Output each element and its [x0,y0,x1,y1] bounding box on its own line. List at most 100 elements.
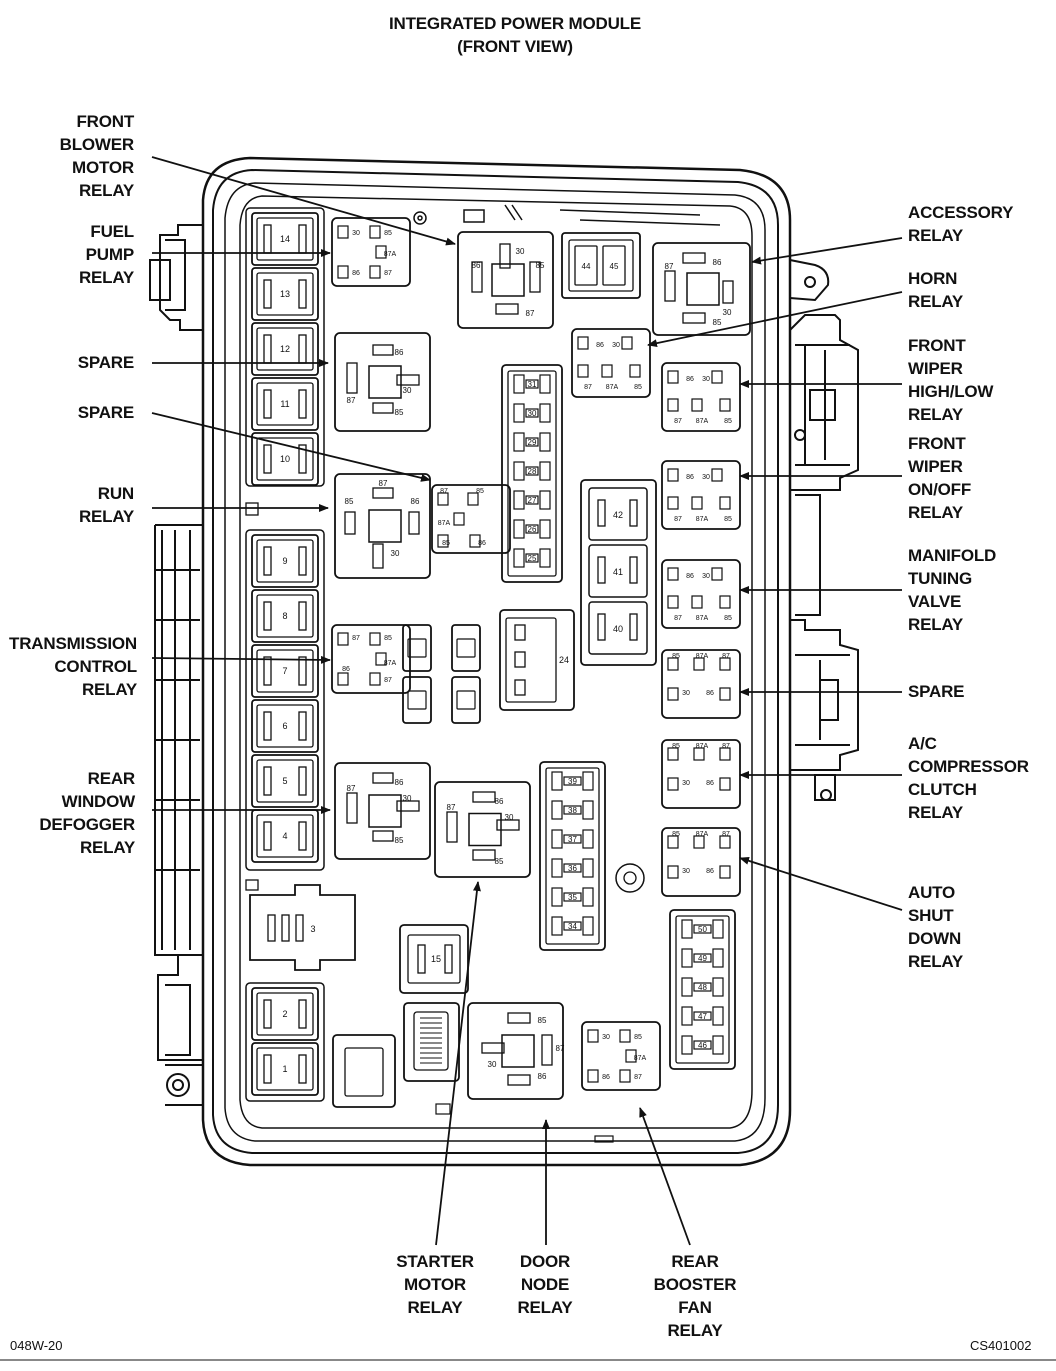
front-wiper-high-low-relay-pin-p85 [719,398,731,412]
fuse-49-link [693,953,712,963]
fuse-15-outer [399,924,469,994]
label-fuel-pump-relay-line: FUEL [90,222,134,241]
rear-booster-fan-relay-pin-p87a [625,1049,637,1063]
fuse-8: 8 [251,589,319,643]
fuel-pump-relay-pin-label-p30: 30 [352,230,360,237]
manifold-tuning-valve-relay-pin-p85 [719,595,731,609]
starter-motor-relay-outer [434,781,531,878]
left-mount-bottom [157,954,204,1106]
label-ac-compressor-clutch-relay-line: COMPRESSOR [908,757,1029,776]
transmission-control-relay-pin-label-p86: 86 [342,666,350,673]
fuse-1: 1 [251,1042,319,1096]
front-wiper-high-low-relay-pin-label-p86: 86 [686,376,694,383]
accessory-relay-pin-label-p86: 86 [713,258,722,267]
fuse-36-left [551,858,563,878]
fuse-1-number: 1 [282,1064,287,1074]
spare-relay-3-pin-label-p87: 87 [722,653,730,660]
run-relay-pin-label-p86: 86 [411,497,420,506]
fuse-6-outer [251,699,319,753]
fuse-6: 6 [251,699,319,753]
fuse-24-number: 24 [559,655,569,665]
label-ac-compressor-clutch-relay-line: RELAY [908,803,964,822]
fuse-14: 14 [251,212,319,266]
fuse-5-number: 5 [282,776,287,786]
spare-relay-1-pin-p86 [372,344,394,356]
fuse-9-outer [251,534,319,588]
fuse-31-link [525,379,539,389]
spare-relay-2-pin-label-p86: 86 [478,540,486,547]
fuse-46-left [681,1035,693,1055]
front-blower-motor-relay-outer [457,231,554,329]
starter-motor-relay-pin-p30 [496,819,520,831]
starter-motor-relay-pin-p87 [446,811,458,843]
rear-window-defogger-relay-core [368,794,402,828]
fuse-24: 24 [499,609,575,711]
transmission-control-relay-pin-p87 [369,672,381,686]
spare-relay-3-pin-p87 [719,657,731,671]
ac-compressor-clutch-relay-pin-label-p87: 87 [722,743,730,750]
spare-relay-3-pin-p85 [667,657,679,671]
fuse-2-outer [251,987,319,1041]
label-front-wiper-high-low-relay-line: RELAY [908,405,964,424]
fuse-bank-lower [245,529,325,871]
ac-compressor-clutch-relay-pin-label-p86: 86 [706,780,714,787]
label-horn-relay-line: HORN [908,269,958,288]
accessory-relay-pin-p86 [682,252,706,264]
label-accessory-relay-line: ACCESSORY [908,203,1014,222]
door-node-relay-pin-p30 [481,1042,505,1054]
fuse-3-number: 3 [310,924,315,934]
horn-relay-pin-p86 [577,336,589,350]
fuse-31-right [539,374,551,394]
auto-shut-down-relay-pin-p87 [719,835,731,849]
label-rear-window-defogger-relay-line: DEFOGGER [39,815,135,834]
mini-fuse-stack-lower-outer [539,761,606,951]
front-blower-motor-relay-pin-label-p86: 86 [472,261,481,270]
fuse-40-blade-right [629,613,638,641]
fuse-1-blade-left [263,1054,272,1084]
fuse-6-blade-left [263,711,272,741]
spare-relay-3-pin-p87a [693,657,705,671]
starter-motor-relay-pin-label-p30: 30 [505,813,514,822]
front-wiper-on-off-relay-pin-label-p85: 85 [724,516,732,523]
diode-block-outer [332,1034,396,1108]
ac-compressor-clutch-relay-pin-p30 [667,777,679,791]
fuse-2-inner [256,992,314,1036]
fuse-7-outer [251,644,319,698]
mini-fuse-stack-upper-inner [507,370,557,577]
fuse-3-blade-2 [281,914,290,942]
auto-shut-down-relay-pin-label-p87: 87 [722,831,730,838]
fuse-2: 2 [251,987,319,1041]
fuse-7-number: 7 [282,666,287,676]
fuse-29-right [539,432,551,452]
spare-relay-1-pin-p87 [346,362,358,394]
fuse-48-left [681,977,693,997]
fuse-41-number: 41 [613,567,623,577]
front-wiper-high-low-relay-pin-label-p85: 85 [724,418,732,425]
front-wiper-high-low-relay-pin-p87 [667,398,679,412]
leader-lines [151,156,903,1246]
fuse-45-body [602,245,626,286]
rear-booster-fan-relay-pin-label-p87a: 87A [634,1055,647,1062]
fuse-24-pin-3 [514,679,526,696]
fuse-9-blade-right [298,546,307,576]
front-wiper-high-low-relay-pin-label-p30: 30 [702,376,710,383]
door-node-relay-pin-p86 [507,1074,531,1086]
fuse-4: 4 [251,809,319,863]
fuse-4-inner [256,814,314,858]
label-auto-shut-down-relay-line: DOWN [908,929,962,948]
rear-booster-fan-relay-pin-label-p86: 86 [602,1074,610,1081]
label-auto-shut-down-relay-line: AUTO [908,883,956,902]
right-connectors [789,259,859,801]
spare-relay-1-pin-p85 [372,402,394,414]
fuse-12-inner [256,327,314,371]
fuse-13-blade-right [298,279,307,309]
